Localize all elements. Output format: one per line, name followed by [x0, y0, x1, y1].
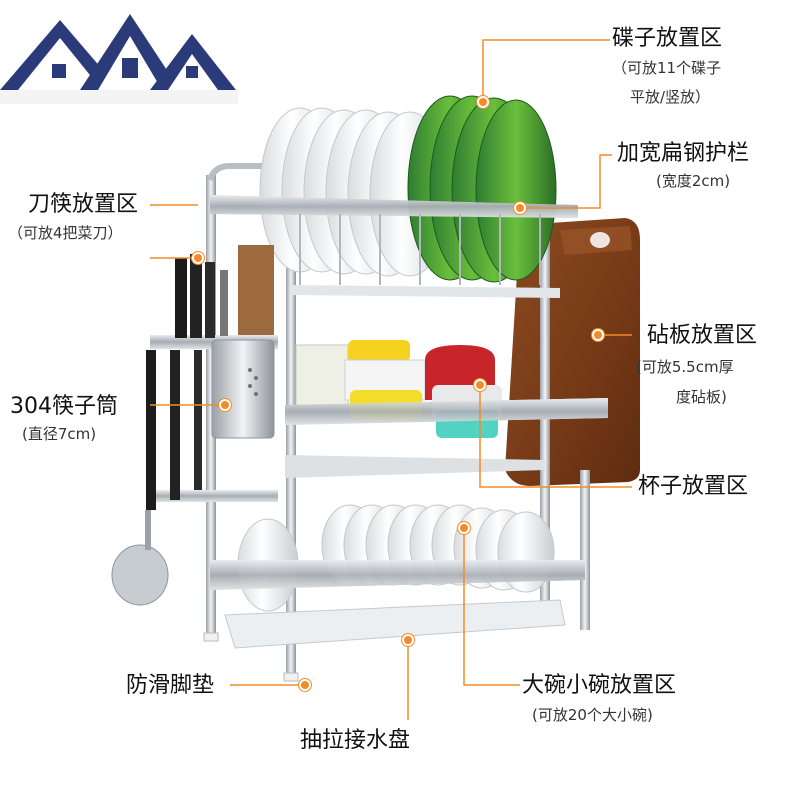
- knife-holder: [175, 245, 274, 338]
- chopstick-title: 304筷子筒: [10, 394, 118, 419]
- plate-area-sub-2: 平放/竖放）: [630, 88, 711, 106]
- plate-area-marker: [477, 96, 489, 108]
- callout-lines: [150, 39, 632, 720]
- cup-area-title: 杯子放置区: [638, 474, 749, 499]
- rail-sub: (宽度2cm): [656, 172, 731, 190]
- bowl-area-marker: [458, 522, 470, 534]
- plate-area-title: 碟子放置区: [612, 26, 723, 51]
- knife-area-sub: （可放4把菜刀）: [8, 224, 123, 242]
- board-area-sub-2: 度砧板): [676, 388, 727, 406]
- green-plates: [407, 95, 557, 283]
- chopstick-cup: [211, 339, 275, 439]
- rail-marker: [514, 202, 526, 214]
- hanging-utensils: [111, 350, 202, 606]
- board-area-marker: [592, 329, 604, 341]
- knife-area-marker: [192, 252, 204, 264]
- bowl-area-sub: (可放20个大小碗): [532, 706, 653, 724]
- chopstick-marker: [219, 399, 231, 411]
- feet-title: 防滑脚垫: [126, 673, 215, 698]
- chopstick-sub: (直径7cm): [22, 425, 97, 443]
- drip-tray-marker: [402, 634, 414, 646]
- knife-area-title: 刀筷放置区: [28, 192, 139, 217]
- drip-tray-title: 抽拉接水盘: [300, 728, 411, 753]
- bowls: [237, 504, 555, 612]
- board-area-title: 砧板放置区: [647, 323, 758, 348]
- feet-marker: [299, 679, 311, 691]
- house-roof-logo-icon: [0, 14, 236, 90]
- bowl-area-title: 大碗小碗放置区: [522, 673, 677, 698]
- board-area-sub-1: (可放5.5cm厚: [636, 358, 734, 376]
- brand-logo: [0, 0, 238, 104]
- rail-title: 加宽扁钢护栏: [617, 141, 750, 166]
- cup-area-marker: [474, 379, 486, 391]
- plate-area-sub-1: （可放11个碟子: [612, 59, 722, 77]
